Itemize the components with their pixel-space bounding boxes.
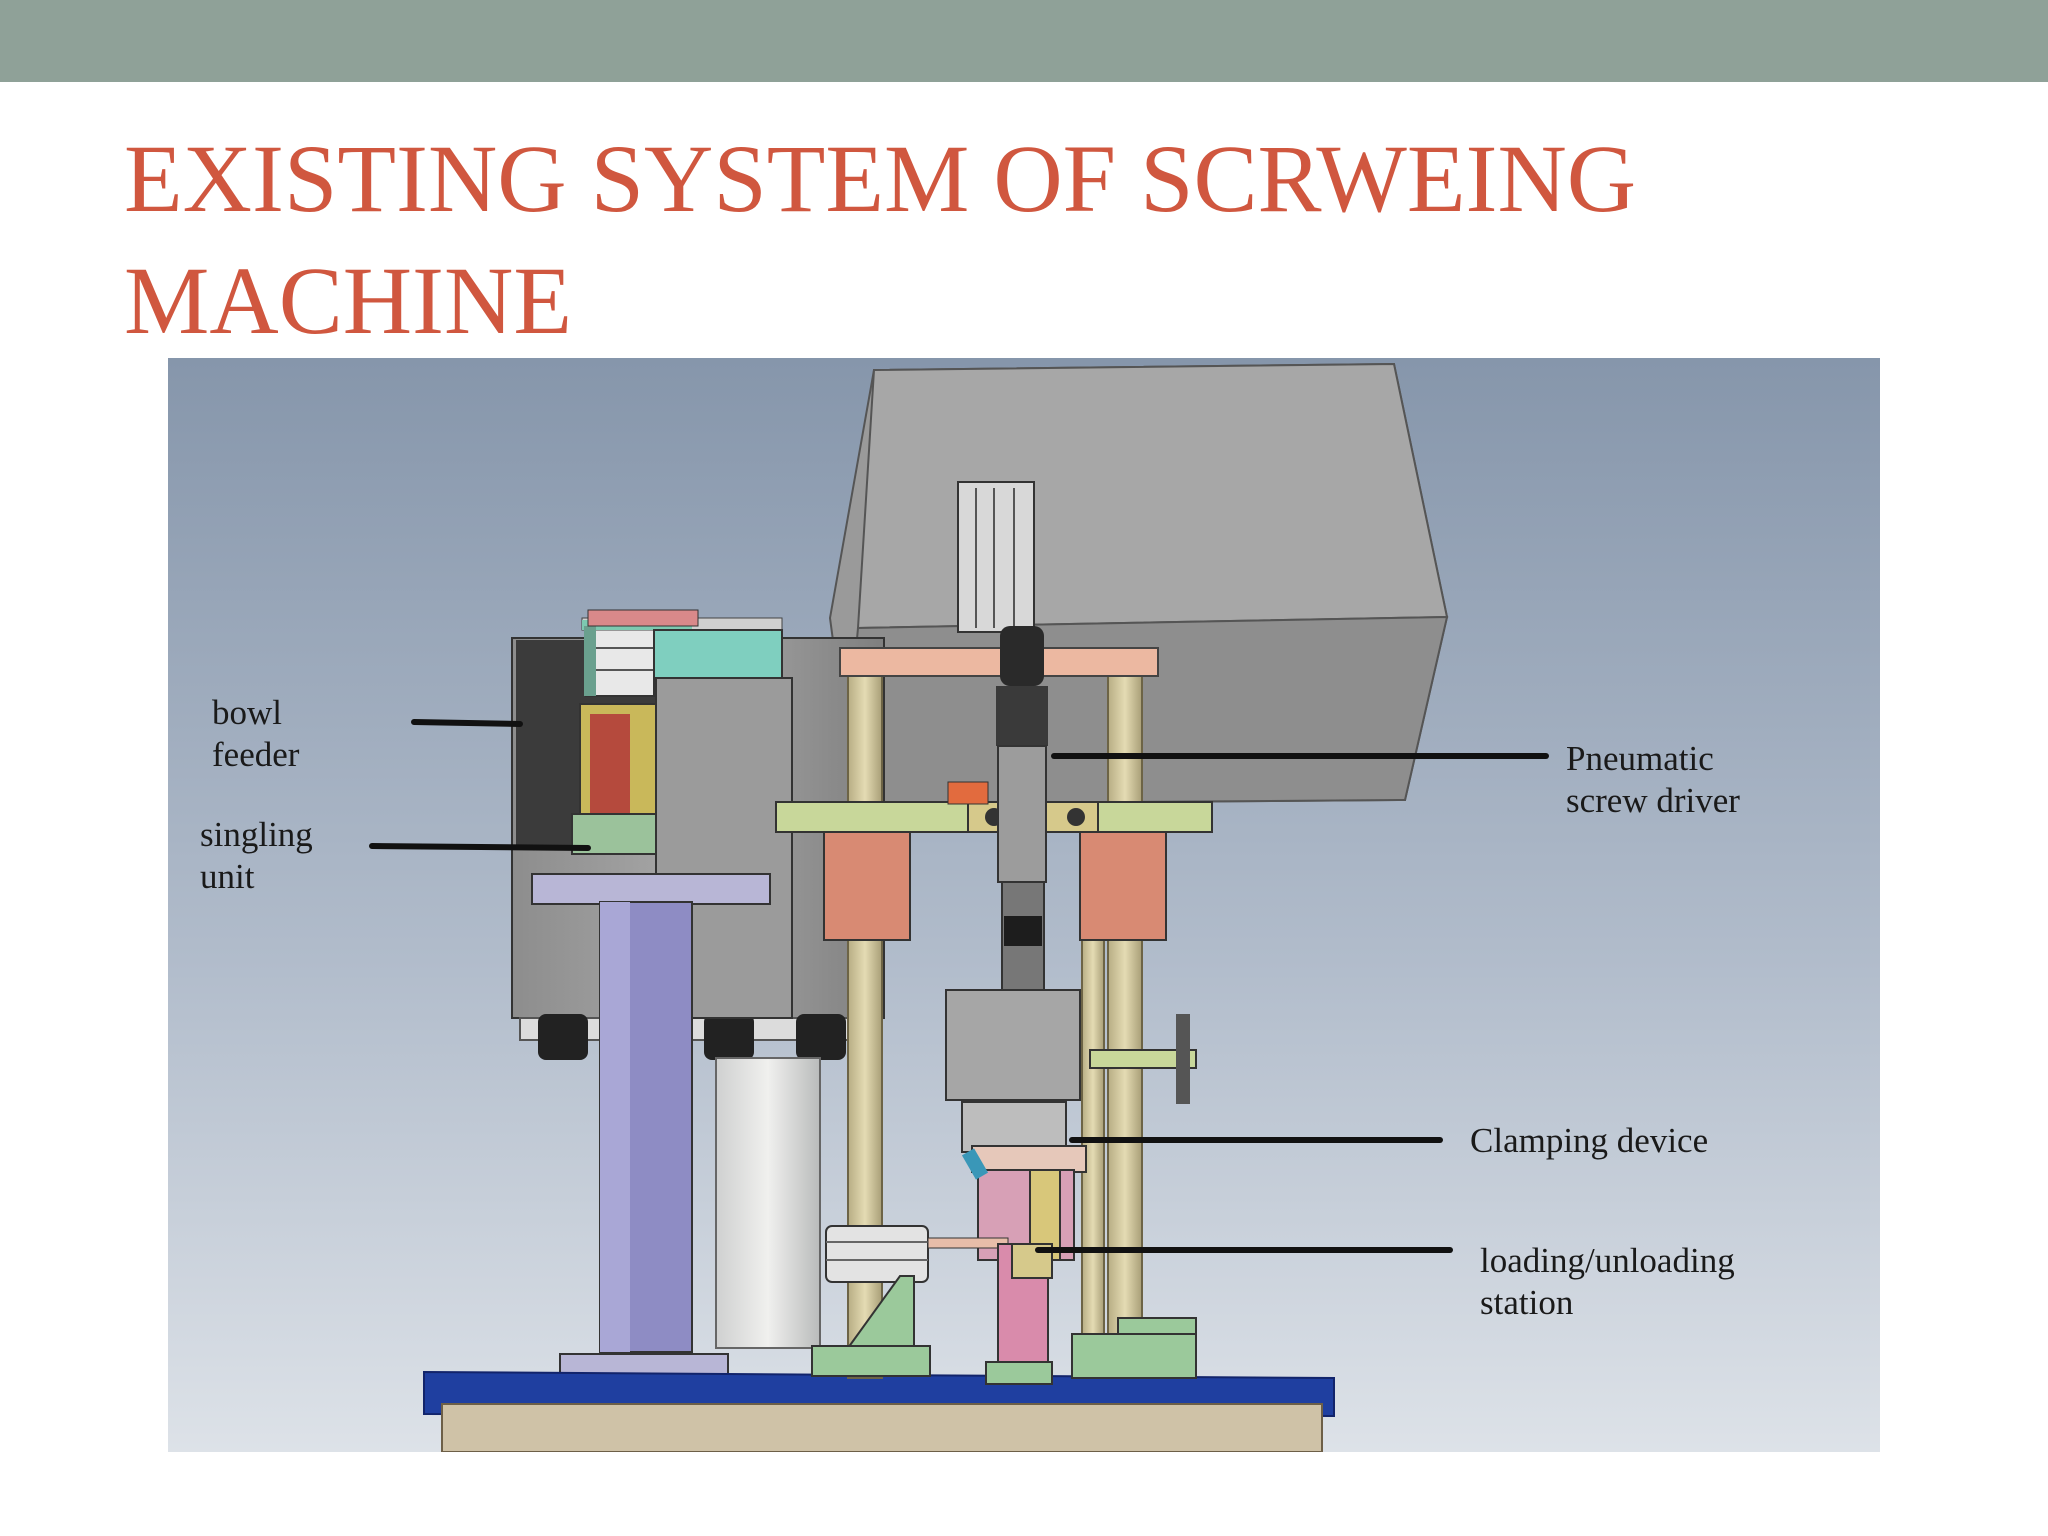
- screw-driver: [996, 626, 1048, 1148]
- label-clamping-device-line-1: Clamping device: [1470, 1121, 1709, 1160]
- label-bowl-feeder-line-2: feeder: [212, 735, 300, 774]
- label-pneumatic-screw-driver: Pneumatic screw driver: [1566, 738, 1740, 822]
- label-singling-unit: singling unit: [200, 814, 313, 898]
- crossbar: [775, 781, 1213, 941]
- leader-lines: [369, 719, 1549, 1253]
- label-loading-unloading-station: loading/unloading station: [1480, 1240, 1735, 1324]
- loading-station: [811, 1225, 1197, 1385]
- side-bracket: [1089, 1014, 1197, 1104]
- label-singling-unit-line-2: unit: [200, 857, 255, 896]
- label-bowl-feeder-line-1: bowl: [212, 693, 282, 732]
- leader-singling-unit: [369, 843, 591, 851]
- top-bar: [0, 0, 2048, 82]
- slide-title: EXISTING SYSTEM OF SCRWEING MACHINE: [124, 118, 1924, 362]
- label-loading-line-2: station: [1480, 1283, 1574, 1322]
- slide-title-line-2: MACHINE: [124, 247, 572, 354]
- label-loading-line-1: loading/unloading: [1480, 1241, 1735, 1280]
- base-plate: [423, 1370, 1335, 1452]
- support-column: [531, 873, 771, 1381]
- label-bowl-feeder: bowl feeder: [212, 692, 299, 776]
- slide-title-line-1: EXISTING SYSTEM OF SCRWEING: [124, 125, 1637, 232]
- label-pneumatic-line-2: screw driver: [1566, 781, 1740, 820]
- label-singling-unit-line-1: singling: [200, 815, 313, 854]
- label-clamping-device: Clamping device: [1470, 1120, 1708, 1162]
- top-cylinder: [957, 481, 1035, 633]
- leader-bowl-feeder: [411, 719, 523, 727]
- label-pneumatic-line-1: Pneumatic: [1566, 739, 1714, 778]
- machine-cad-illustration: [168, 358, 1880, 1452]
